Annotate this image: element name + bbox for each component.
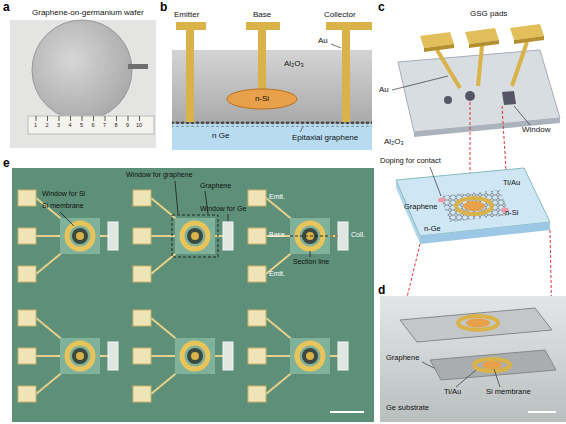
part-label: Graphene xyxy=(200,182,231,190)
part-label: Si membrane xyxy=(486,388,531,396)
ruler-number: 1 xyxy=(34,122,37,128)
node-label: n-Si xyxy=(255,95,269,104)
silicon-disk: n-Si xyxy=(226,88,298,110)
part-label: n-Ge xyxy=(424,225,441,233)
panel-letter: c xyxy=(378,1,385,14)
part-label: Si membrane xyxy=(42,202,84,210)
part-label: Collector xyxy=(324,11,356,20)
part-label: Ti/Au xyxy=(444,388,461,396)
panel-letter: d xyxy=(378,284,385,297)
node-label: n Ge xyxy=(212,132,229,141)
ruler-number: 10 xyxy=(136,122,142,128)
photo-caption: Graphene-on-germanium wafer xyxy=(32,9,144,18)
part-label: Base xyxy=(253,11,271,20)
panel-letter: b xyxy=(160,1,167,14)
pad-label: Emit. xyxy=(269,193,285,201)
ruler-number: 7 xyxy=(103,122,106,128)
part-label: Au xyxy=(318,37,328,46)
part-label: Au xyxy=(379,86,389,95)
part-label: Window for Ge xyxy=(200,205,246,213)
pad-label: Base xyxy=(269,231,285,239)
part-label: Epitaxial graphene xyxy=(292,134,358,143)
ruler-number: 9 xyxy=(126,122,129,128)
ruler-number: 6 xyxy=(92,122,95,128)
part-label: GSG pads xyxy=(470,10,507,19)
ruler-number: 2 xyxy=(46,122,49,128)
part-label: Window for graphene xyxy=(126,171,193,179)
part-label: n-Si xyxy=(505,209,518,217)
ruler-number: 3 xyxy=(57,122,60,128)
pad-label: Coll. xyxy=(351,231,365,239)
panel-letter: a xyxy=(3,1,10,14)
part-label: Emitter xyxy=(174,11,199,20)
part-label: Ge substrate xyxy=(386,404,429,412)
ruler-number: 4 xyxy=(69,122,72,128)
pad-label: Emit. xyxy=(269,270,285,278)
part-label: Graphene xyxy=(386,354,419,362)
ruler-number: 8 xyxy=(115,122,118,128)
part-label: Ti/Au xyxy=(503,179,520,187)
ruler-number: 5 xyxy=(80,122,83,128)
part-label: Section line xyxy=(293,258,329,266)
panel-letter: e xyxy=(3,157,10,170)
disk-outline xyxy=(227,89,297,109)
part-label: Al₂O₃ xyxy=(384,138,404,147)
part-label: Window for Si xyxy=(42,190,85,198)
oxide-layer: Al₂O₃ n-Si xyxy=(172,50,372,124)
part-label: Doping for contact xyxy=(380,157,441,165)
part-label: Window xyxy=(522,126,550,135)
node-label: Al₂O₃ xyxy=(284,60,304,69)
part-label: Graphene xyxy=(404,203,437,211)
